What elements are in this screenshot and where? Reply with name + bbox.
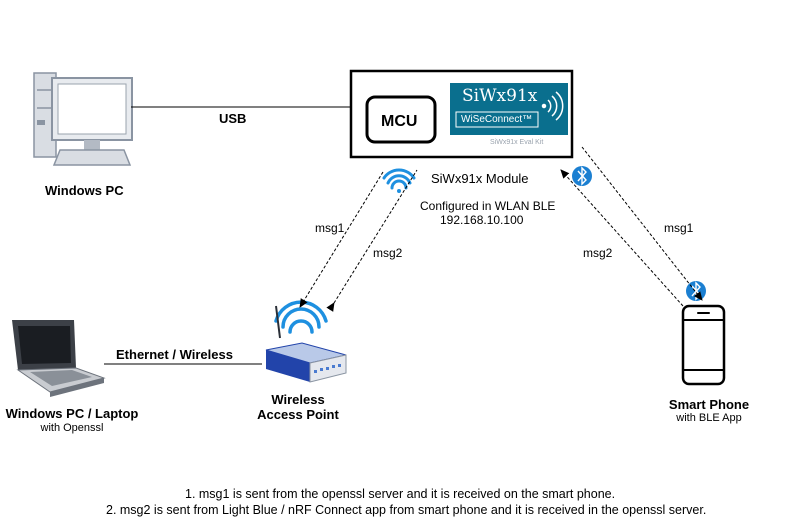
ap-label-line2: Access Point (257, 407, 339, 422)
ap-label-line1: Wireless (271, 392, 325, 407)
ap-msg2-label: msg2 (373, 246, 403, 260)
ap-msg1-label: msg1 (315, 221, 345, 235)
module-ip-label: 192.168.10.100 (440, 213, 524, 227)
usb-label: USB (219, 111, 247, 126)
smartphone-icon (681, 304, 726, 386)
router-icon (265, 300, 347, 383)
ethernet-label: Ethernet / Wireless (116, 347, 233, 362)
note-1: 1. msg1 is sent from the openssl server … (185, 487, 616, 501)
phone-label: Smart Phone (668, 397, 750, 412)
ap-msg1-arrow (299, 171, 384, 308)
phone-sublabel: with BLE App (676, 412, 742, 424)
note-2: 2. msg2 is sent from Light Blue / nRF Co… (106, 503, 707, 517)
bluetooth-icon (686, 281, 706, 301)
windows-pc-label: Windows PC (45, 183, 124, 198)
wifi-icon (382, 168, 416, 193)
siwx91x-module-board (349, 69, 574, 159)
module-config-label: Configured in WLAN BLE (420, 199, 556, 213)
phone-msg2-label: msg2 (583, 246, 613, 260)
laptop-label: Windows PC / Laptop (5, 406, 139, 421)
wireless-signal-icon (541, 91, 564, 121)
phone-msg2-arrow (560, 169, 684, 307)
desktop-pc-icon (33, 72, 133, 166)
laptop-sublabel: with Openssl (40, 422, 104, 434)
chip-logo-block (450, 83, 568, 135)
mcu-block (365, 95, 437, 144)
ap-msg2-arrow (326, 169, 418, 312)
chip-sub-label: WiSeConnect™ (461, 114, 533, 125)
mcu-label: MCU (381, 113, 418, 130)
module-label: SiWx91x Module (431, 171, 529, 186)
chip-brand-label: SiWx91x (462, 86, 538, 106)
bluetooth-icon (572, 166, 592, 186)
board-caption: SiWx91x Eval Kit (490, 139, 544, 146)
laptop-icon (12, 320, 106, 397)
phone-msg1-label: msg1 (664, 221, 694, 235)
phone-msg1-arrow (581, 146, 703, 301)
